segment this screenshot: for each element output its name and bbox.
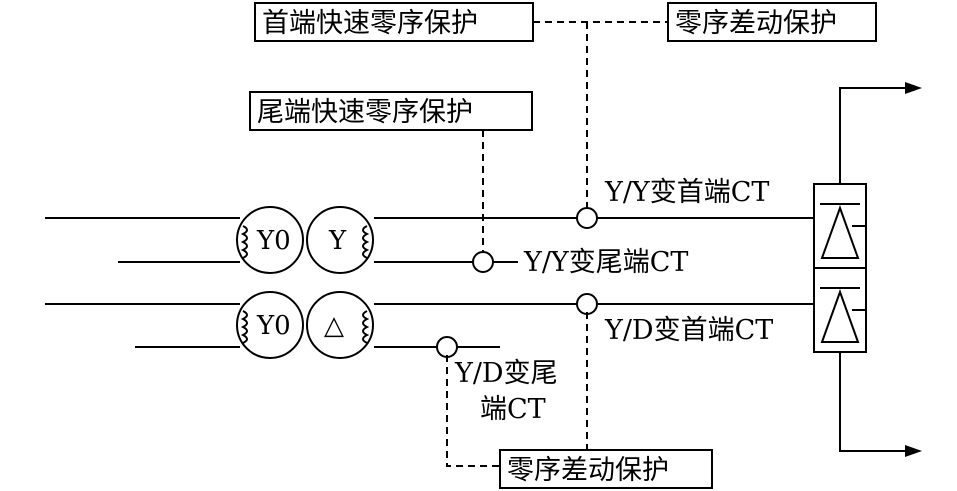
yd-primary-coil-icon	[240, 310, 248, 344]
yd-head-ct-label: Y/D变首端CT	[604, 315, 773, 346]
yy-primary-label: Y0	[256, 226, 291, 256]
output-arrow-top-icon	[905, 82, 922, 94]
output-lead-bottom	[839, 352, 905, 452]
output-arrow-bottom-icon	[905, 445, 922, 457]
breaker-triangle-upper-icon	[820, 205, 860, 259]
yy-head-ct-icon	[576, 207, 598, 229]
yy-transformer: Y0 Y	[236, 206, 374, 274]
yy-primary-coil-icon	[240, 225, 248, 259]
yd-tail-ct-icon	[436, 336, 458, 358]
yd-secondary-coil-icon	[362, 310, 370, 344]
yy-secondary-coil-icon	[362, 225, 370, 259]
breaker-block	[813, 82, 922, 457]
yy-secondary-winding	[306, 206, 374, 274]
yy-tail-ct-label: Y/Y变尾端CT	[523, 247, 688, 278]
head-fast-zero-seq-label: 首端快速零序保护	[262, 8, 478, 39]
yd-primary-label: Y0	[256, 311, 291, 341]
zero-seq-diff-top-label: 零序差动保护	[675, 8, 837, 39]
tail-fast-zero-seq-box	[249, 91, 533, 131]
tail-fast-zero-seq-label: 尾端快速零序保护	[257, 97, 473, 128]
yd-tail-ct-label-1: Y/D变尾	[454, 358, 558, 389]
dashed-from-yd-tail-ct	[446, 355, 500, 467]
yd-secondary-winding	[306, 291, 374, 359]
yd-tail-ct-label-2: 端CT	[480, 394, 546, 425]
head-fast-zero-seq-box	[254, 2, 534, 42]
yd-head-ct-icon	[576, 293, 598, 315]
yd-primary-winding	[236, 291, 304, 359]
zero-seq-diff-bottom-box	[499, 449, 713, 489]
yy-tail-ct-icon	[472, 251, 494, 273]
yy-head-ct-label: Y/Y变首端CT	[604, 177, 769, 208]
zero-seq-diff-bottom-label: 零序差动保护	[507, 455, 669, 486]
yy-secondary-label: Y	[328, 226, 347, 256]
yd-secondary-label: △	[324, 311, 344, 341]
zero-seq-diff-top-box	[667, 2, 877, 42]
yy-primary-winding	[236, 206, 304, 274]
output-lead-top	[839, 87, 905, 184]
breaker-triangle-lower-icon	[820, 289, 860, 343]
yd-transformer: Y0 △	[236, 291, 374, 359]
